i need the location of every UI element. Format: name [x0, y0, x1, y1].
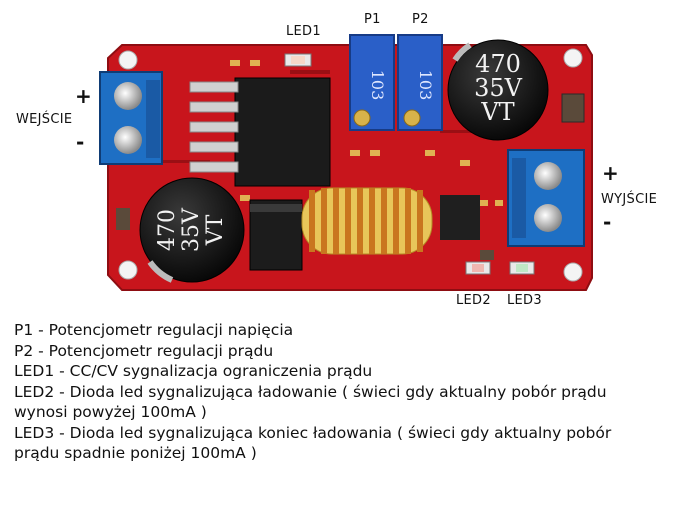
led1-label: LED1 — [286, 24, 321, 39]
led2-label: LED2 — [456, 293, 491, 308]
led2-component — [465, 261, 491, 275]
svg-text:103: 103 — [368, 70, 387, 101]
regulator-ic — [189, 77, 331, 187]
capacitor-top: 470 35V VT — [447, 39, 549, 141]
p1-label: P1 — [364, 12, 381, 27]
p2-label: P2 — [412, 12, 429, 27]
led3-component — [509, 261, 535, 275]
input-minus: - — [76, 130, 85, 154]
led3-label: LED3 — [507, 293, 542, 308]
potentiometer-p1: 103 — [349, 34, 395, 131]
smd-parts — [116, 93, 585, 260]
input-terminal — [99, 71, 163, 165]
led1-component — [284, 53, 312, 67]
legend: P1 - Potencjometr regulacji napięcia P2 … — [14, 320, 684, 464]
legend-line: LED2 - Dioda led sygnalizująca ładowanie… — [14, 382, 607, 401]
p1-code: 103 — [368, 70, 387, 101]
capacitor-left: 470 35V VT — [139, 177, 245, 283]
output-label: WYJŚCIE — [601, 192, 658, 207]
toroid-inductor — [301, 187, 433, 255]
cap-left-series: VT — [203, 214, 228, 246]
cap-left-value: 470 — [155, 209, 180, 251]
input-plus: + — [75, 84, 92, 108]
legend-line: LED1 - CC/CV sygnalizacja ograniczenia p… — [14, 362, 373, 380]
output-terminal — [507, 149, 585, 247]
output-minus: - — [603, 210, 612, 234]
p2-code: 103 — [416, 70, 435, 101]
output-plus: + — [602, 161, 619, 185]
cap-top-series: VT — [480, 98, 514, 126]
cap-top-voltage: 35V — [474, 74, 523, 102]
module-photo: 103 103 470 35V VT 470 — [99, 34, 593, 291]
svg-text:103: 103 — [416, 70, 435, 101]
potentiometer-p2: 103 — [397, 34, 443, 131]
cap-top-value: 470 — [475, 50, 521, 78]
legend-line: wynosi powyżej 100mA ) — [14, 403, 207, 421]
cap-left-voltage: 35V — [179, 207, 204, 252]
legend-line: P2 - Potencjometr regulacji prądu — [14, 341, 274, 360]
schottky-diode — [249, 199, 303, 271]
legend-line: P1 - Potencjometr regulacji napięcia — [14, 321, 294, 339]
legend-line: LED3 - Dioda led sygnalizująca koniec ła… — [14, 423, 612, 442]
legend-line: prądu spadnie poniżej 100mA ) — [14, 444, 257, 462]
input-label: WEJŚCIE — [16, 112, 73, 127]
